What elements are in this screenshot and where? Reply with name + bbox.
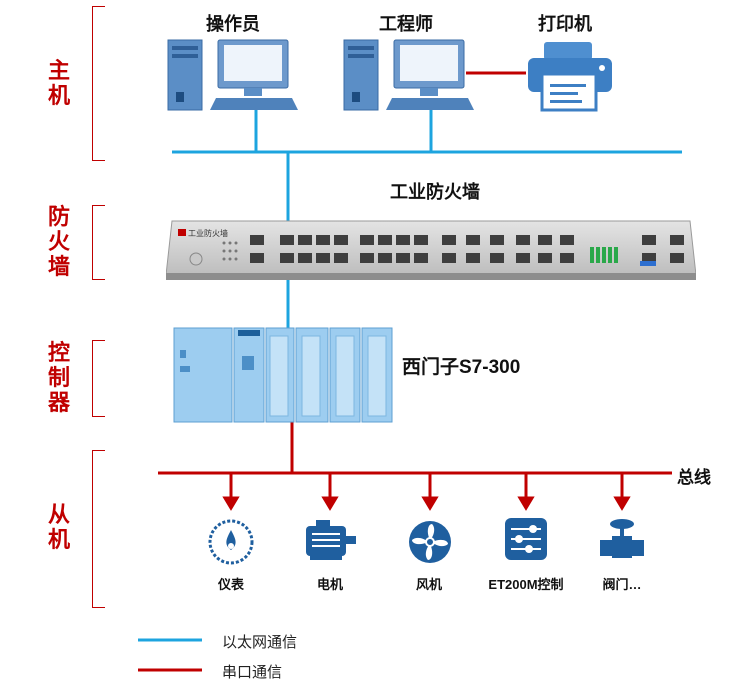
- bus-arrows: [222, 473, 631, 511]
- legend-swatches: [138, 638, 202, 672]
- printer-label: 打印机: [538, 14, 592, 34]
- tier-bracket-slave: [92, 450, 105, 608]
- engineer-workstation-icon: [343, 39, 474, 111]
- slave-label-et200m: ET200M控制: [488, 577, 564, 592]
- firewall-device: 工业防火墙: [165, 213, 697, 281]
- gauge-icon: [208, 519, 254, 565]
- tier-label-controller: 控制器: [47, 340, 70, 415]
- tier-label-slave: 从机: [47, 502, 70, 552]
- slave-label-motor: 电机: [316, 577, 343, 592]
- control-panel-icon: [505, 518, 547, 560]
- slave-label-valve: 阀门…: [602, 577, 642, 592]
- operator-label: 操作员: [206, 14, 260, 34]
- engineer-label: 工程师: [379, 14, 433, 34]
- tier-bracket-firewall: [92, 205, 105, 280]
- slave-label-fan: 风机: [415, 577, 442, 592]
- operator-workstation-icon: [167, 39, 298, 111]
- legend-ethernet-label: 以太网通信: [222, 634, 298, 651]
- firewall-chassis: [165, 220, 697, 280]
- bus-label: 总线: [677, 468, 711, 487]
- printer-icon: [528, 42, 612, 112]
- firewall-title: 工业防火墙: [390, 182, 480, 202]
- tier-label-master: 主机: [47, 58, 70, 108]
- tier-bracket-master: [92, 6, 105, 161]
- tier-label-firewall: 防火墙: [47, 204, 70, 279]
- plc-label: 西门子S7-300: [402, 357, 521, 378]
- slave-label-gauge: 仪表: [217, 577, 244, 592]
- plc-device: [173, 327, 393, 423]
- valve-icon: [600, 519, 644, 558]
- tier-bracket-controller: [92, 340, 105, 417]
- firewall-brand-text: 工业防火墙: [188, 229, 228, 238]
- fan-icon: [409, 521, 451, 563]
- motor-icon: [306, 520, 356, 560]
- legend-serial-label: 串口通信: [222, 664, 283, 681]
